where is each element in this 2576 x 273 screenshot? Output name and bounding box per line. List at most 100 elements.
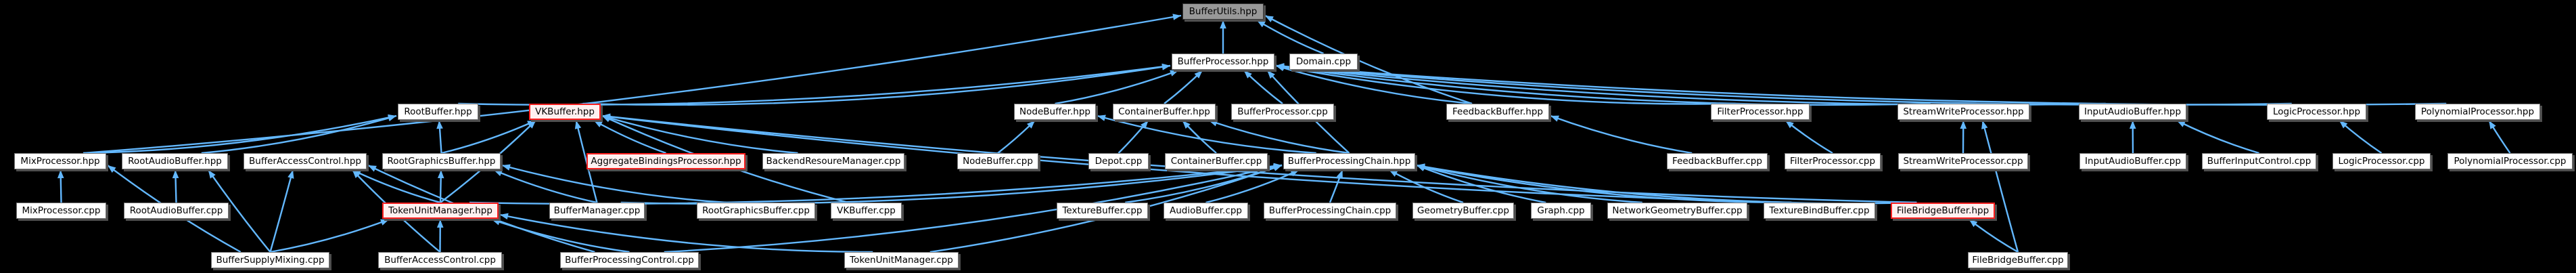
edge-arrowhead <box>527 121 536 127</box>
graph-node-BufferProcessingChain-cpp[interactable]: BufferProcessingChain.cpp <box>1264 203 1396 219</box>
graph-node-BufferProcessor-cpp[interactable]: BufferProcessor.cpp <box>1231 104 1334 120</box>
edge-arrowhead <box>1969 219 1978 228</box>
edge-arrowhead <box>108 165 116 173</box>
edge <box>60 169 62 203</box>
edge-arrowhead <box>1170 70 1178 77</box>
graph-node-VKBuffer-cpp[interactable]: VKBuffer.cpp <box>831 203 902 219</box>
graph-node-StreamWriteProcessor-hpp[interactable]: StreamWriteProcessor.hpp <box>1898 104 2029 120</box>
edge <box>1164 70 1203 104</box>
edge <box>1416 164 1642 204</box>
edge-arrowhead <box>1273 165 1282 171</box>
graph-node-BufferInputControl-cpp[interactable]: BufferInputControl.cpp <box>2202 153 2316 169</box>
edge <box>997 120 1036 154</box>
edge <box>352 169 441 204</box>
graph-node-FileBridgeBuffer-hpp[interactable]: FileBridgeBuffer.hpp <box>1891 203 1995 219</box>
graph-node-BufferProcessor-hpp[interactable]: BufferProcessor.hpp <box>1172 54 1274 70</box>
edge-arrowhead <box>1417 164 1425 171</box>
graph-node-BackendResoureManager-cpp[interactable]: BackendResoureManager.cpp <box>762 153 904 169</box>
graph-node-BufferSupplyMixing-cpp[interactable]: BufferSupplyMixing.cpp <box>211 252 329 268</box>
graph-node-BufferProcessingControl-cpp[interactable]: BufferProcessingControl.cpp <box>560 252 699 268</box>
graph-node-PolynomialProcessor-cpp[interactable]: PolynomialProcessor.cpp <box>2447 153 2573 169</box>
edge-arrowhead <box>1097 114 1106 121</box>
edge-arrowhead <box>437 170 444 179</box>
edge-arrowhead <box>368 165 377 172</box>
edge-arrowhead <box>1172 14 1181 20</box>
graph-node-FilterProcessor-cpp[interactable]: FilterProcessor.cpp <box>1785 153 1881 169</box>
graph-node-RootAudioBuffer-cpp[interactable]: RootAudioBuffer.cpp <box>124 203 229 219</box>
edge <box>439 169 442 203</box>
graph-node-GeometryBuffer-cpp[interactable]: GeometryBuffer.cpp <box>1412 203 1514 219</box>
graph-node-BufferAccessControl-hpp[interactable]: BufferAccessControl.hpp <box>244 153 367 169</box>
graph-node-FilterProcessor-hpp[interactable]: FilterProcessor.hpp <box>1711 104 1810 120</box>
edge-arrowhead <box>1273 163 1282 171</box>
graph-node-VKBuffer-hpp[interactable]: VKBuffer.hpp <box>529 104 601 120</box>
edge-arrowhead <box>528 121 536 129</box>
edge-arrowhead <box>1194 70 1203 79</box>
graph-node-StreamWriteProcessor-cpp[interactable]: StreamWriteProcessor.cpp <box>1898 153 2028 169</box>
graph-node-MixProcessor-hpp[interactable]: MixProcessor.hpp <box>14 153 106 169</box>
graph-node-TokenUnitManager-cpp[interactable]: TokenUnitManager.cpp <box>844 252 959 268</box>
edge-arrowhead <box>2176 121 2186 127</box>
edge <box>1125 164 1283 204</box>
edge-arrowhead <box>380 219 389 226</box>
edge-arrowhead <box>1276 63 1285 70</box>
graph-node-LogicProcessor-cpp[interactable]: LogicProcessor.cpp <box>2332 153 2431 169</box>
graph-node-NodeBuffer-hpp[interactable]: NodeBuffer.hpp <box>1014 104 1096 120</box>
edge <box>1256 19 1324 55</box>
graph-node-TokenUnitManager-hpp[interactable]: TokenUnitManager.hpp <box>382 203 499 219</box>
edge-arrowhead <box>1267 70 1275 79</box>
edge <box>458 64 1171 106</box>
edge <box>269 169 294 253</box>
edge <box>1097 114 1316 154</box>
graph-node-BufferManager-cpp[interactable]: BufferManager.cpp <box>549 203 645 219</box>
graph-node-Graph-cpp[interactable]: Graph.cpp <box>1531 203 1591 219</box>
edge-arrowhead <box>172 170 179 179</box>
graph-node-FileBridgeBuffer-cpp[interactable]: FileBridgeBuffer.cpp <box>1968 252 2068 268</box>
edge-arrowhead <box>1243 70 1252 79</box>
edge <box>582 64 1171 106</box>
edge-arrowhead <box>1417 165 1425 171</box>
graph-node-ContainerBuffer-hpp[interactable]: ContainerBuffer.hpp <box>1113 104 1216 120</box>
graph-node-PolynomialProcessor-hpp[interactable]: PolynomialProcessor.hpp <box>2415 104 2540 120</box>
edge-arrowhead <box>2339 121 2348 129</box>
graph-node-NetworkGeometryBuffer-cpp[interactable]: NetworkGeometryBuffer.cpp <box>1607 203 1747 219</box>
edge-arrowhead <box>352 170 361 178</box>
edge-arrowhead <box>574 121 582 129</box>
graph-node-Domain-cpp[interactable]: Domain.cpp <box>1289 54 1358 70</box>
graph-node-AudioBuffer-cpp[interactable]: AudioBuffer.cpp <box>1164 203 1248 219</box>
graph-node-RootGraphicsBuffer-cpp[interactable]: RootGraphicsBuffer.cpp <box>697 203 815 219</box>
edge-arrowhead <box>1273 165 1282 171</box>
graph-node-MixProcessor-cpp[interactable]: MixProcessor.cpp <box>16 203 106 219</box>
edge-arrowhead <box>1276 63 1285 70</box>
edge-arrowhead <box>1273 163 1282 170</box>
graph-node-LogicProcessor-hpp[interactable]: LogicProcessor.hpp <box>2267 104 2366 120</box>
graph-node-BufferProcessingChain-hpp[interactable]: BufferProcessingChain.hpp <box>1283 153 1415 169</box>
graph-node-RootGraphicsBuffer-hpp[interactable]: RootGraphicsBuffer.hpp <box>382 153 501 169</box>
edge <box>1275 64 1736 105</box>
edge-arrowhead <box>1209 120 1218 127</box>
edge <box>601 114 798 154</box>
graph-node-ContainerBuffer-cpp[interactable]: ContainerBuffer.cpp <box>1165 153 1268 169</box>
graph-node-FeedbackBuffer-hpp[interactable]: FeedbackBuffer.hpp <box>1446 104 1549 120</box>
graph-node-InputAudioBuffer-cpp[interactable]: InputAudioBuffer.cpp <box>2079 153 2186 169</box>
graph-node-RootAudioBuffer-hpp[interactable]: RootAudioBuffer.hpp <box>122 153 228 169</box>
graph-node-TextureBuffer-cpp[interactable]: TextureBuffer.cpp <box>1057 203 1148 219</box>
graph-node-FeedbackBuffer-cpp[interactable]: FeedbackBuffer.cpp <box>1667 153 1768 169</box>
graph-node-RootBuffer-hpp[interactable]: RootBuffer.hpp <box>398 104 478 120</box>
edge <box>2176 119 2259 154</box>
graph-node-Depot-cpp[interactable]: Depot.cpp <box>1088 153 1149 169</box>
edge <box>1785 120 1833 154</box>
edge-arrowhead <box>602 116 611 123</box>
graph-node-AggregateBindingsProcessor-hpp[interactable]: AggregateBindingsProcessor.hpp <box>586 153 745 169</box>
graph-node-TextureBindBuffer-cpp[interactable]: TextureBindBuffer.cpp <box>1764 203 1875 219</box>
edge <box>201 114 397 154</box>
edge <box>2488 120 2511 154</box>
graph-node-BufferAccessControl-cpp[interactable]: BufferAccessControl.cpp <box>378 252 502 268</box>
edge <box>438 120 442 154</box>
edge <box>1275 64 2447 106</box>
graph-node-InputAudioBuffer-hpp[interactable]: InputAudioBuffer.hpp <box>2079 104 2186 120</box>
graph-node-NodeBuffer-cpp[interactable]: NodeBuffer.cpp <box>957 153 1038 169</box>
edge <box>1275 64 1931 106</box>
edge <box>83 114 397 154</box>
